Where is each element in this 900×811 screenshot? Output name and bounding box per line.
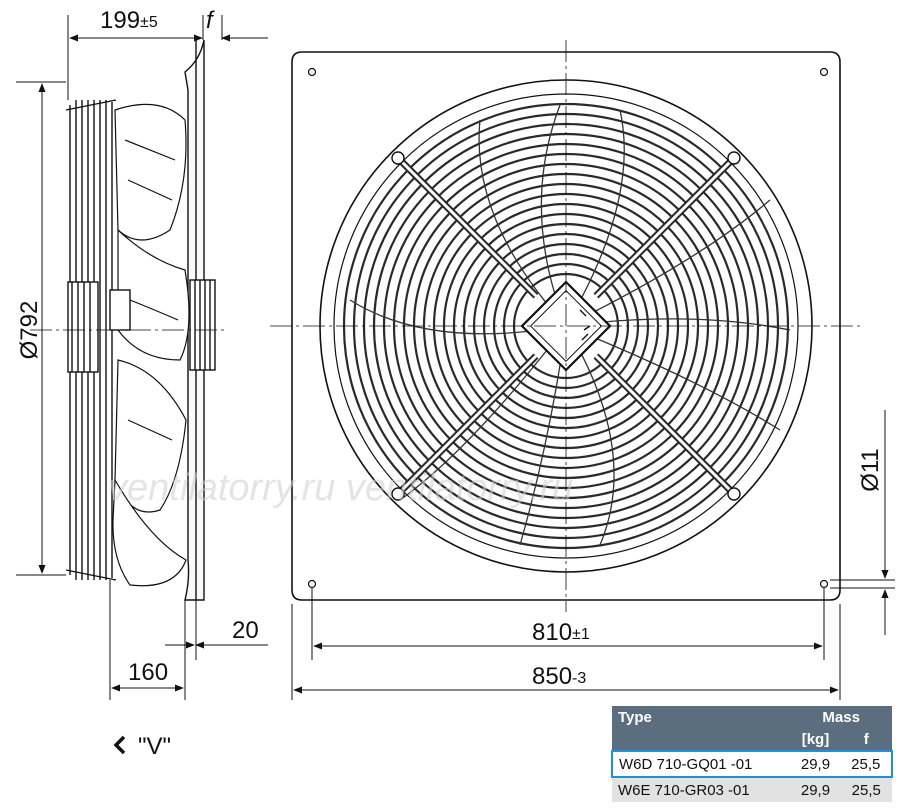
side-motor [67, 281, 99, 373]
header-type: Type [612, 706, 791, 728]
mount-hole [307, 579, 317, 589]
hole-diameter-label: Ø11 [857, 448, 884, 492]
row-type: W6E 710-GR03 -01 [612, 777, 791, 803]
table-header-row: Type Mass [612, 706, 892, 728]
view-label: "V" [138, 733, 171, 760]
mount-hole [307, 67, 317, 77]
side-hub [189, 279, 216, 371]
header-blank [612, 728, 791, 751]
header-f: f [840, 728, 892, 751]
table-row[interactable]: W6D 710-GQ01 -01 29,9 25,5 [610, 750, 894, 778]
front-dimension-labels: 810±1 850-3 Ø11 [532, 448, 884, 690]
header-mass-unit: [kg] [790, 728, 841, 751]
spec-table: Type Mass [kg] f W6D 710-GQ01 -01 29,9 2… [610, 706, 894, 803]
header-mass: Mass [790, 706, 892, 728]
side-blades [112, 103, 190, 587]
plate-width-label: 850-3 [532, 663, 586, 690]
f-label: f [206, 7, 215, 34]
table-header-row: [kg] f [612, 728, 892, 751]
depth-motor-label: 160 [128, 659, 168, 686]
mount-hole [819, 67, 829, 77]
front-view [270, 40, 862, 612]
row-mass: 29,9 [790, 750, 841, 778]
diameter-label: Ø792 [16, 301, 43, 360]
strut-bolts [391, 151, 741, 501]
mount-hole [819, 579, 829, 589]
depth-total-label: 199±5 [100, 7, 158, 34]
row-f: 25,5 [840, 750, 894, 778]
row-mass: 29,9 [790, 777, 841, 803]
side-view [30, 39, 225, 601]
front-dimensions [291, 410, 895, 700]
side-dimensions [16, 15, 268, 700]
hole-spacing-label: 810±1 [532, 619, 590, 646]
chevron-left-icon [113, 735, 126, 755]
table-row[interactable]: W6E 710-GR03 -01 29,9 25,5 [612, 777, 892, 803]
row-type: W6D 710-GQ01 -01 [610, 750, 791, 778]
flange-label: 20 [232, 617, 259, 644]
watermark: ventilatorry.ru ventilatorry.ru [108, 467, 573, 509]
row-f: 25,5 [840, 777, 892, 803]
view-indicator: "V" [113, 733, 171, 760]
side-dimension-labels: 199±5 f Ø792 20 160 [16, 7, 259, 686]
